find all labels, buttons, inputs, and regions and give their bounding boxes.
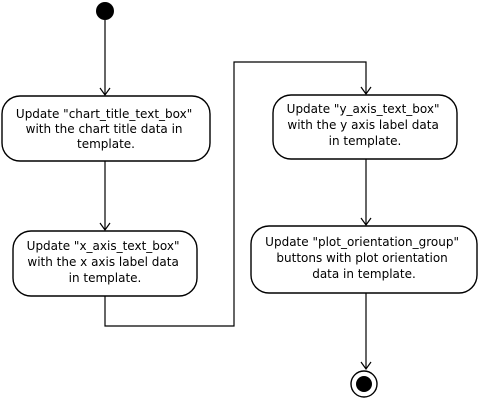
svg-text:Update "chart_title_text_box": Update "chart_title_text_box" with the c… bbox=[16, 107, 196, 151]
action-box bbox=[1, 95, 211, 162]
action-x-axis: Update "x_axis_text_box" with the x axis… bbox=[12, 230, 198, 297]
action-box bbox=[12, 230, 198, 297]
action-y-axis: Update "y_axis_text_box" with the y axis… bbox=[272, 94, 458, 160]
svg-text:Update "plot_orientation_group: Update "plot_orientation_group" buttons … bbox=[265, 235, 463, 281]
action-chart-title-line-3: template. bbox=[77, 137, 135, 151]
action-chart-title-line-2: with the chart title data in bbox=[26, 122, 183, 136]
action-y-axis-line-1: Update "y_axis_text_box" bbox=[287, 102, 440, 116]
edge-x-axis-to-y-axis bbox=[104, 61, 372, 327]
action-y-axis-line-2: with the y axis label data bbox=[287, 118, 438, 132]
final-node-dot bbox=[356, 376, 372, 392]
action-plot-orientation-line-3: data in template. bbox=[312, 267, 416, 281]
final-node bbox=[350, 370, 378, 398]
action-plot-orientation-line-1: Update "plot_orientation_group" bbox=[265, 235, 459, 249]
action-x-axis-line-3: in template. bbox=[69, 271, 142, 285]
action-box bbox=[250, 225, 478, 294]
action-x-axis-line-1: Update "x_axis_text_box" bbox=[27, 239, 180, 253]
action-x-axis-line-2: with the x axis label data bbox=[27, 255, 178, 269]
svg-text:Update "x_axis_text_box": Update "x_axis_text_box" with the x axis… bbox=[27, 239, 184, 285]
action-chart-title-line-1: Update "chart_title_text_box" bbox=[16, 107, 192, 121]
action-plot-orientation-line-2: buttons with plot orientation bbox=[276, 251, 447, 265]
action-y-axis-line-3: in template. bbox=[329, 134, 402, 148]
action-chart-title: Update "chart_title_text_box" with the c… bbox=[1, 95, 211, 162]
action-box bbox=[272, 94, 458, 160]
svg-text:Update "y_axis_text_box": Update "y_axis_text_box" with the y axis… bbox=[287, 102, 444, 148]
action-plot-orientation: Update "plot_orientation_group" buttons … bbox=[250, 225, 478, 294]
edge-layer bbox=[99, 20, 372, 371]
initial-node bbox=[96, 2, 114, 20]
